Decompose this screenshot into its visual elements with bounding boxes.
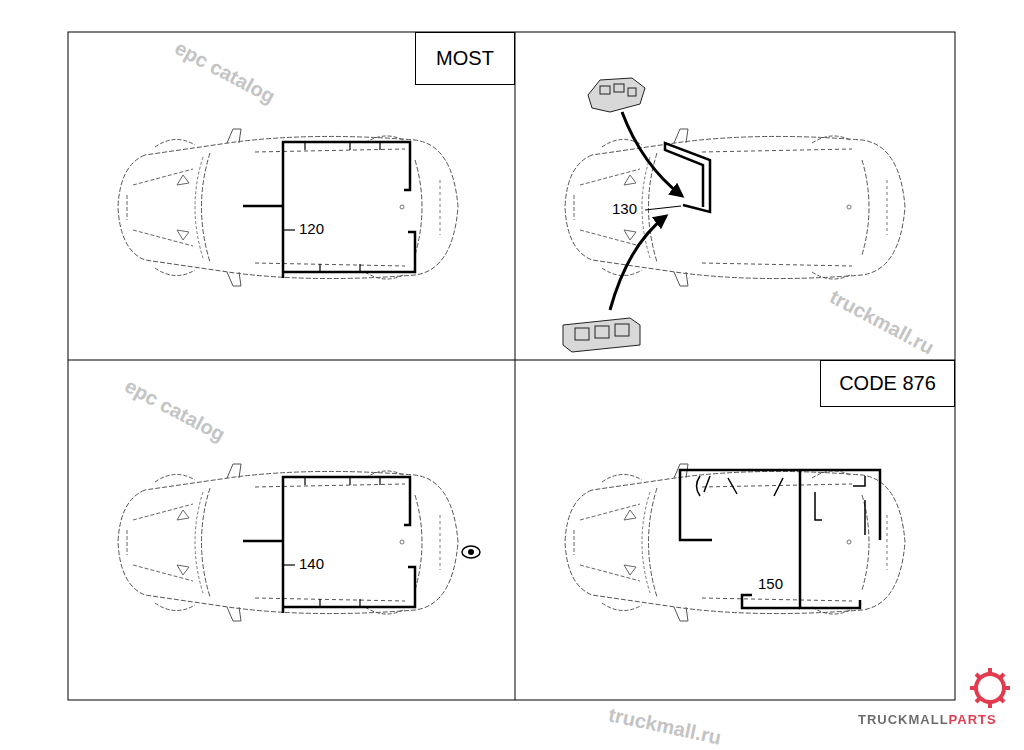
box-title: CODE 876: [839, 372, 936, 395]
logo-text: TRUCKMALLPARTS: [858, 713, 997, 727]
callout-number: 130: [611, 201, 638, 218]
callout-number: 120: [298, 221, 325, 238]
callout-number: 140: [298, 556, 325, 573]
callout-number: 150: [757, 576, 784, 593]
code-box: MOST: [415, 32, 515, 85]
watermark: truckmall.ru: [607, 703, 724, 748]
box-title: MOST: [436, 47, 494, 70]
code-box: CODE 876: [820, 360, 955, 407]
watermark: epc catalog: [171, 36, 278, 107]
watermark: epc catalog: [121, 374, 228, 445]
watermark: truckmall.ru: [826, 285, 937, 358]
